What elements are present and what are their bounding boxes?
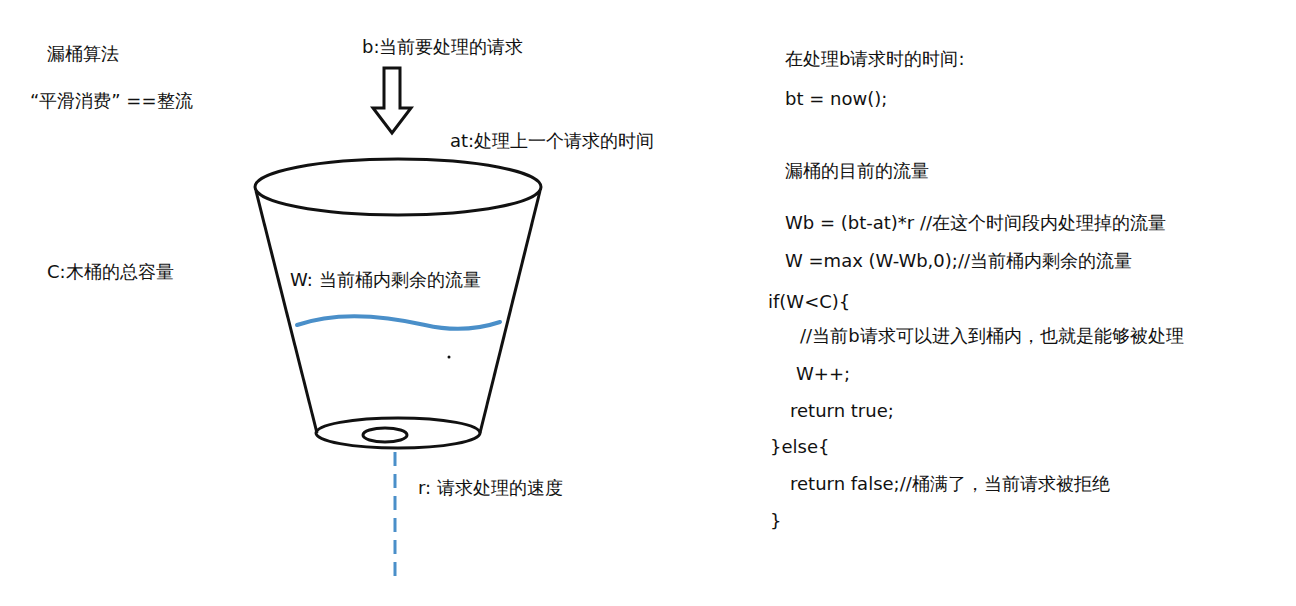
code-line: //当前b请求可以进入到桶内，也就是能够被处理 (800, 324, 1184, 348)
time-label: at:处理上一个请求的时间 (450, 129, 654, 153)
code-line: 漏桶的目前的流量 (785, 159, 929, 183)
rate-label: r: 请求处理的速度 (418, 476, 563, 500)
bucket-rim (255, 159, 541, 215)
code-line: return true; (790, 399, 894, 423)
code-line: W++; (796, 362, 850, 386)
code-line: W =max (W-Wb,0);//当前桶内剩余的流量 (785, 249, 1132, 273)
note: “平滑消费” ==整流 (30, 89, 193, 113)
bucket-label: W: 当前桶内剩余的流量 (290, 268, 481, 292)
code-line: 在处理b请求时的时间: (785, 47, 965, 71)
code-line: return false;//桶满了，当前请求被拒绝 (790, 472, 1110, 496)
bucket-hole (363, 428, 407, 442)
bucket-outline (250, 155, 547, 455)
code-line: bt = now(); (785, 87, 887, 111)
code-line: Wb = (bt-at)*r //在这个时间段内处理掉的流量 (785, 211, 1166, 235)
bucket-side (256, 191, 317, 433)
code-line: }else{ (770, 435, 829, 459)
diagram-title: 漏桶算法 (47, 42, 119, 66)
code-line: if(W<C){ (768, 290, 850, 314)
bucket-bottom (316, 418, 480, 448)
bucket: W: 当前桶内剩余的流量 (250, 155, 547, 455)
water-level (297, 316, 500, 329)
bucket-side (480, 191, 540, 433)
dot (448, 356, 451, 359)
code-line: } (770, 509, 781, 533)
capacity-label: C:木桶的总容量 (47, 260, 174, 284)
down-arrow (373, 68, 411, 133)
outflow-stream (394, 452, 397, 578)
request-label: b:当前要处理的请求 (362, 35, 524, 59)
